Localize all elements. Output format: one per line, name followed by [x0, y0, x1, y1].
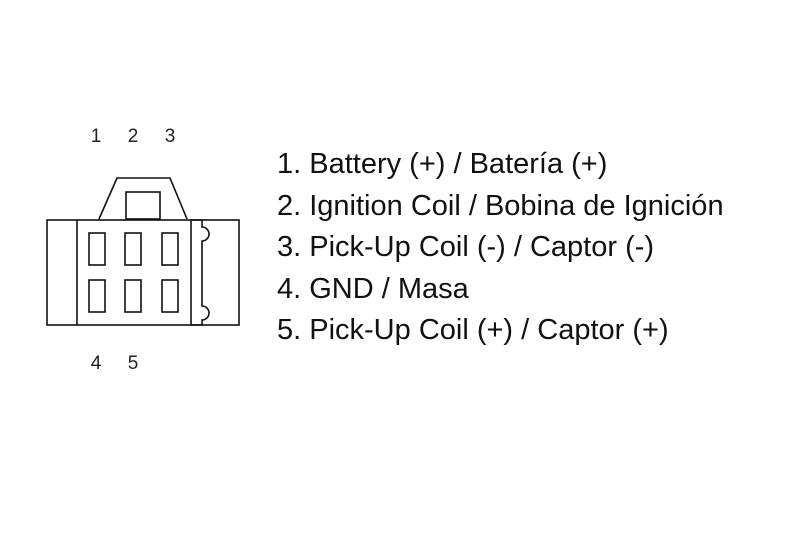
pin-cavity [88, 232, 106, 266]
connector-latch-window [125, 191, 161, 220]
pin-description-4: 4. GND / Masa [277, 272, 469, 305]
pin-description-5: 5. Pick-Up Coil (+) / Captor (+) [277, 314, 669, 346]
pin-cavity [88, 279, 106, 313]
connector-diagram: 1 2 3 4 5 [46, 126, 240, 374]
pin-cavity [124, 232, 142, 266]
connector-key-channel [190, 219, 210, 326]
pin-cavity [161, 279, 179, 313]
connector-housing [46, 219, 240, 326]
pin-number-2: 2 [128, 126, 139, 147]
pin-cavity [161, 232, 179, 266]
pin-number-3: 3 [165, 126, 176, 147]
pin-number-4: 4 [91, 353, 102, 374]
pin-description-2: 2. Ignition Coil / Bobina de Ignición [277, 189, 724, 222]
pin-number-1: 1 [91, 126, 102, 147]
connector-latch [98, 177, 188, 220]
pin-description-list: 1. Battery (+) / Batería (+) 2. Ignition… [277, 144, 724, 352]
pin-description-3: 3. Pick-Up Coil (-) / Captor (-) [277, 231, 655, 263]
pin-description-1: 1. Battery (+) / Batería (+) [277, 148, 608, 180]
pin-number-5: 5 [128, 353, 139, 374]
pin-cavity [124, 279, 142, 313]
